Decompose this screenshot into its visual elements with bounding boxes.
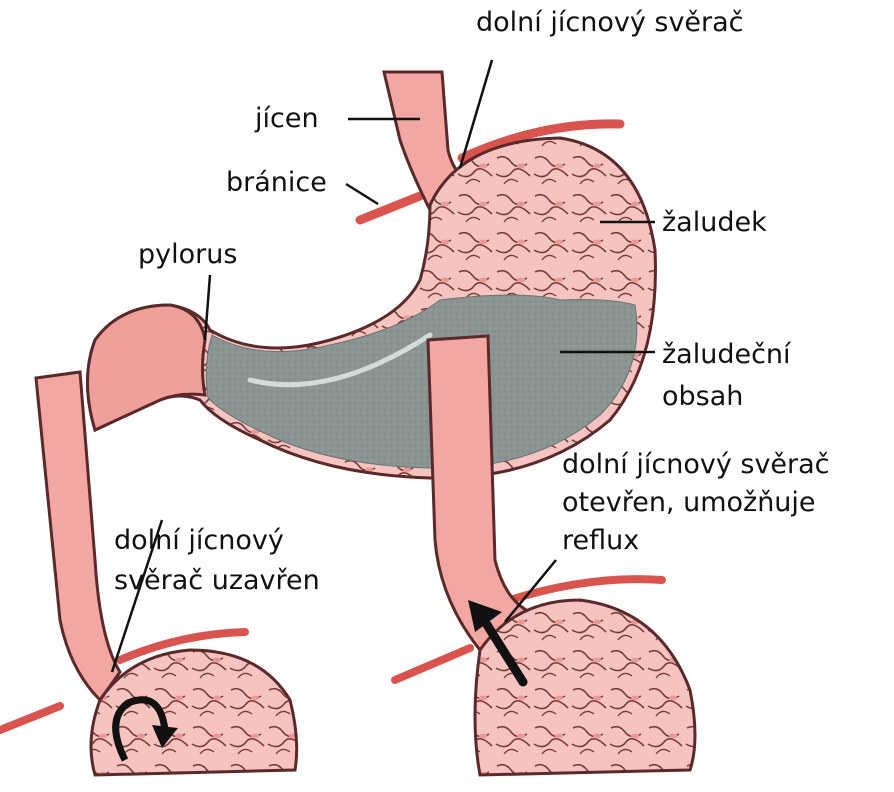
- label-contents-2: obsah: [662, 380, 743, 414]
- label-stomach: žaludek: [662, 206, 767, 240]
- label-esophagus: jícen: [255, 102, 319, 136]
- label-open-2: otevřen, umožňuje: [562, 486, 816, 520]
- label-diaphragm: bránice: [226, 166, 327, 200]
- label-open-1: dolní jícnový svěrač: [562, 448, 830, 482]
- duodenum: [88, 305, 206, 430]
- label-open-3: reflux: [562, 524, 639, 558]
- leader-diaphragm: [346, 184, 378, 204]
- label-pylorus: pylorus: [138, 238, 237, 272]
- label-closed-1: dolní jícnový: [114, 524, 284, 558]
- label-closed-2: svěrač uzavřen: [114, 564, 320, 598]
- label-contents-1: žaludeční: [662, 338, 791, 372]
- label-lower-sphincter: dolní jícnový svěrač: [476, 6, 744, 40]
- open-stomach-section: [475, 600, 695, 775]
